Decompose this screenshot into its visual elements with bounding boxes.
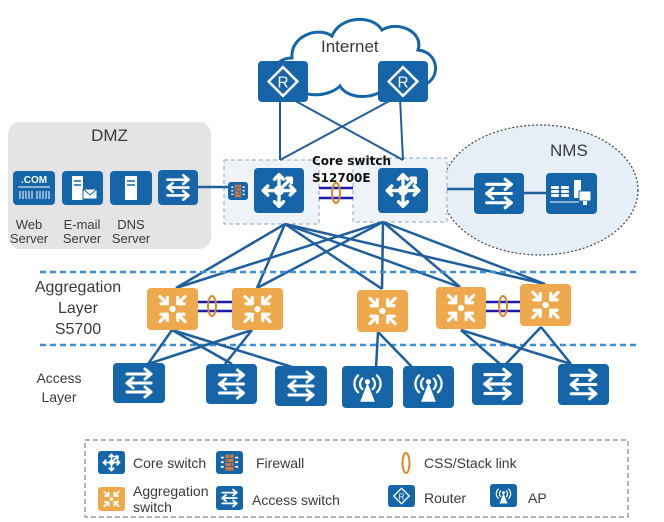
firewall-icon [228, 182, 248, 200]
core-switch-left[interactable] [254, 168, 304, 213]
aggregation-stack-link-right [486, 295, 520, 317]
email-server[interactable] [62, 171, 103, 205]
access-point-2[interactable] [403, 366, 454, 408]
aggregation-layer-label: Aggregation Layer S5700 [34, 279, 122, 338]
legend-firewall-icon [216, 451, 243, 474]
email-server-icon [72, 176, 98, 200]
core-switch-right[interactable] [378, 168, 428, 213]
legend-ap-icon [490, 484, 517, 507]
aggregation-switch-icon [520, 284, 571, 326]
access-switch-icon [558, 364, 609, 405]
access-layer-label: Access Layer [36, 370, 82, 405]
nms-title: NMS [550, 141, 588, 160]
core-aggregation-links [175, 220, 546, 291]
router-icon [388, 485, 415, 507]
legend-aggregation-switch-icon [98, 487, 125, 511]
web-server-icon: .COM [18, 175, 50, 199]
firewall-icon [216, 451, 243, 474]
aggregation-switch-icon [147, 288, 198, 330]
side-links [198, 185, 546, 195]
aggregation-switch-4[interactable] [436, 287, 486, 329]
aggregation-switch-3[interactable] [357, 290, 408, 332]
firewall[interactable] [228, 182, 248, 200]
access-switch-icon [474, 173, 524, 214]
legend-firewall-label: Firewall [256, 455, 305, 471]
core-switch-icon [98, 451, 125, 474]
router-core-links [279, 97, 404, 161]
access-point-1[interactable] [342, 366, 393, 408]
access-switch-icon [216, 486, 243, 510]
svg-text:.COM: .COM [21, 175, 47, 186]
ap-icon [403, 366, 454, 408]
legend-frame [84, 439, 629, 518]
access-switch-icon [206, 364, 257, 404]
nms-zone [441, 124, 639, 256]
aggregation-switch-5[interactable] [520, 284, 571, 326]
aggregation-switch-icon [98, 487, 125, 511]
access-switch-icon [472, 363, 523, 405]
aggregation-stack-link-left [198, 295, 232, 317]
access-switch-4[interactable] [472, 363, 523, 405]
dns-server-icon [125, 176, 137, 200]
legend-core-switch-icon [98, 451, 125, 474]
access-switch-icon [113, 363, 165, 403]
internet-label: Internet [321, 37, 379, 56]
nms-server-icon [550, 180, 592, 205]
core-switch-icon [254, 168, 304, 213]
access-switch-icon [275, 366, 327, 406]
legend-stack-link-label: CSS/Stack link [424, 455, 517, 471]
aggregation-switch-2[interactable] [232, 288, 283, 330]
access-switch-icon [158, 170, 198, 205]
router-right[interactable] [378, 61, 428, 102]
ap-icon [490, 484, 517, 507]
access-switch-2[interactable] [206, 364, 257, 404]
access-switch-5[interactable] [558, 364, 609, 405]
aggregation-access-links [146, 326, 572, 369]
ap-icon [342, 366, 393, 408]
aggregation-switch-1[interactable] [147, 288, 198, 330]
legend-access-switch-label: Access switch [252, 492, 340, 508]
router-left[interactable] [258, 61, 308, 102]
access-switch-1[interactable] [113, 363, 165, 403]
aggregation-switch-icon [232, 288, 283, 330]
dns-server[interactable] [110, 171, 152, 205]
dmz-title: DMZ [91, 126, 128, 145]
access-switch-3[interactable] [275, 366, 327, 406]
legend-stack-link-icon [401, 452, 411, 474]
legend-router-icon [388, 485, 415, 507]
aggregation-switch-icon [436, 287, 486, 329]
router-icon [378, 61, 428, 102]
legend-router-label: Router [424, 490, 467, 506]
aggregation-switch-icon [357, 290, 408, 332]
legend-access-switch-icon [216, 486, 243, 510]
nms-access-switch[interactable] [474, 173, 524, 214]
nms-server[interactable] [546, 173, 597, 214]
dmz-zone [8, 122, 211, 249]
router-icon [258, 61, 308, 102]
legend-ap-label: AP [528, 490, 547, 506]
core-stack-link [319, 182, 353, 204]
web-server[interactable]: .COM [13, 171, 55, 205]
dmz-access-switch[interactable] [158, 170, 198, 205]
legend-core-switch-label: Core switch [133, 455, 207, 471]
